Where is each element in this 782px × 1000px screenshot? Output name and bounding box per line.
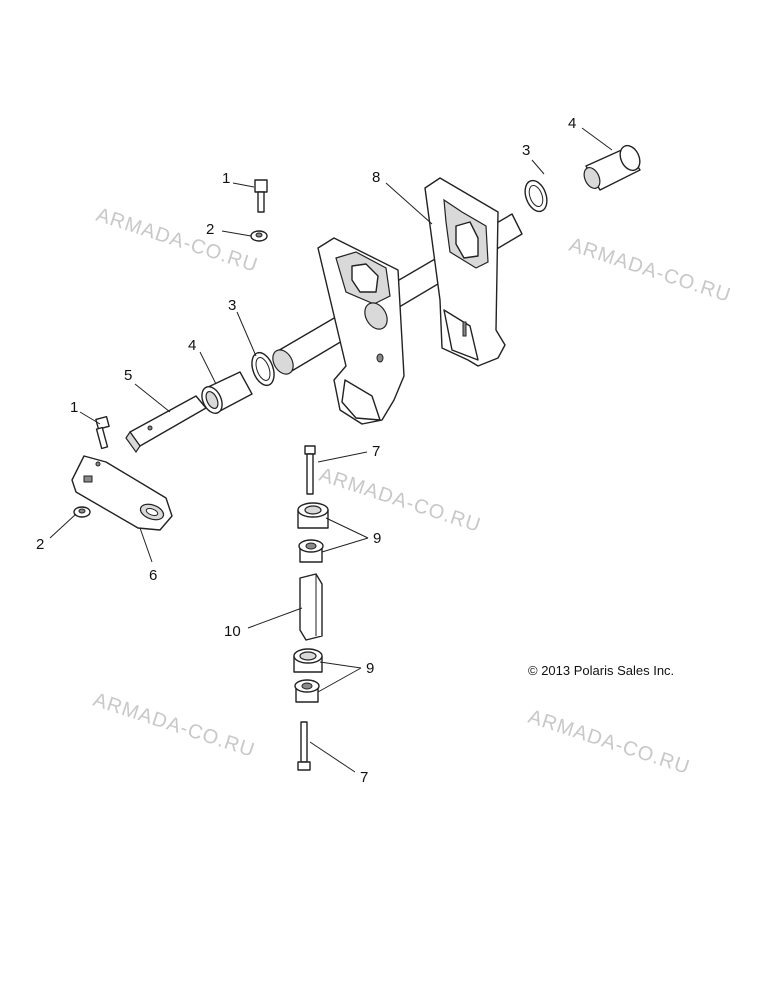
bushing-upper — [583, 144, 641, 191]
callout-9-lower: 9 — [366, 660, 374, 677]
callout-4-lower: 4 — [188, 337, 196, 354]
nut-upper — [250, 230, 268, 242]
callout-10: 10 — [224, 623, 241, 640]
bolt-lower — [95, 415, 110, 450]
copyright-notice: © 2013 Polaris Sales Inc. — [528, 663, 674, 678]
bolt-upper — [254, 179, 268, 213]
callout-1-lower: 1 — [70, 399, 78, 416]
callout-7-lower: 7 — [360, 769, 368, 786]
mount-stack — [293, 445, 329, 771]
callout-3-lower: 3 — [228, 297, 236, 314]
callouts: 1 2 3 4 3 4 5 8 1 2 6 7 9 10 9 7 — [36, 115, 576, 786]
callout-8: 8 — [372, 169, 380, 186]
callout-1-upper: 1 — [222, 170, 230, 187]
callout-9-upper: 9 — [373, 530, 381, 547]
watermark-1: ARMADA-CO.RU — [93, 204, 260, 277]
tube-end — [272, 349, 294, 375]
washer-lower — [251, 351, 275, 387]
nut-lower — [73, 506, 91, 518]
bracket-rear — [424, 177, 506, 367]
callout-2-upper: 2 — [206, 221, 214, 238]
watermark-2: ARMADA-CO.RU — [566, 234, 733, 307]
callout-5: 5 — [124, 367, 132, 384]
callout-6: 6 — [149, 567, 157, 584]
lever-arm — [71, 455, 173, 531]
callout-7-upper: 7 — [372, 443, 380, 460]
bushing-lower — [201, 371, 253, 414]
callout-3-upper: 3 — [522, 142, 530, 159]
washer-upper — [524, 179, 548, 213]
callout-4-upper: 4 — [568, 115, 576, 132]
leader-lines — [49, 127, 613, 773]
bracket-front — [317, 237, 405, 425]
square-shaft — [125, 395, 207, 454]
watermark-5: ARMADA-CO.RU — [525, 706, 692, 779]
callout-2-lower: 2 — [36, 536, 44, 553]
watermark-4: ARMADA-CO.RU — [90, 689, 257, 762]
